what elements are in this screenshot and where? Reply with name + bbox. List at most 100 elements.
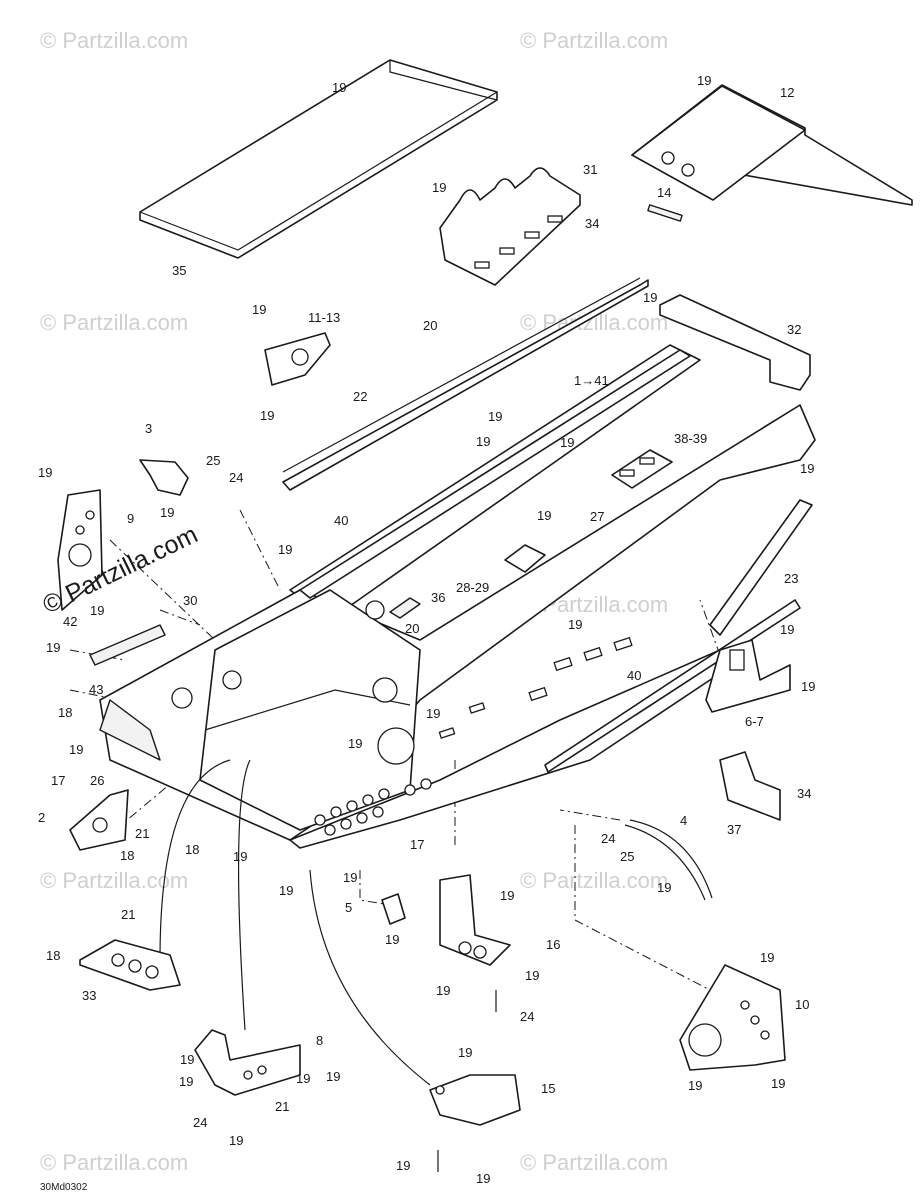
part-15-footrest <box>429 1074 521 1126</box>
part-9-side-plate <box>57 489 103 611</box>
callout-label: 15 <box>541 1081 555 1096</box>
callout-label: 19 <box>458 1045 472 1060</box>
callout-label: 35 <box>172 263 186 278</box>
part-3-bracket <box>139 459 189 496</box>
callout-label: 19 <box>643 290 657 305</box>
callout-label: 19 <box>568 617 582 632</box>
callout-label: 19 <box>229 1133 243 1148</box>
cable-right <box>309 869 431 1086</box>
callout-label: 34 <box>585 216 599 231</box>
callout-label: 18 <box>120 848 134 863</box>
part-14-strip <box>647 204 683 222</box>
callout-label: 25 <box>620 849 634 864</box>
callout-label: 19 <box>657 880 671 895</box>
callout-label: 19 <box>326 1069 340 1084</box>
callout-label: 5 <box>345 900 352 915</box>
part-10-plate <box>679 964 786 1071</box>
callout-label: 19 <box>385 932 399 947</box>
part-40-upper-rail <box>299 349 691 599</box>
part-4-cable-edge <box>629 819 713 899</box>
part-30-plate <box>89 624 166 666</box>
callout-label: 25 <box>206 453 220 468</box>
callout-label: 9 <box>127 511 134 526</box>
callout-label: 19 <box>179 1074 193 1089</box>
callout-label: 36 <box>431 590 445 605</box>
callout-label: 19 <box>343 870 357 885</box>
part-28-29 <box>504 544 546 573</box>
callout-label: 24 <box>229 470 243 485</box>
foot-holes <box>314 778 432 836</box>
callout-label: 43 <box>89 682 103 697</box>
watermark-text: © Partzilla.com <box>40 1150 188 1175</box>
callout-label: 3 <box>145 421 152 436</box>
callout-label: 19 <box>476 434 490 449</box>
callout-label: 32 <box>787 322 801 337</box>
callout-label: 18 <box>46 948 60 963</box>
part-11-13-bracket <box>264 332 331 386</box>
callout-label: 17 <box>410 837 424 852</box>
callout-label: 28-29 <box>456 580 489 595</box>
callout-label: 19 <box>233 849 247 864</box>
callout-label: 19 <box>801 679 815 694</box>
main-frame <box>99 404 816 849</box>
callout-label: 40 <box>627 668 641 683</box>
callout-label: 24 <box>193 1115 207 1130</box>
callout-label: 19 <box>278 542 292 557</box>
callout-label: 18 <box>185 842 199 857</box>
callout-label: 33 <box>82 988 96 1003</box>
part-40-lower-rail <box>544 599 801 773</box>
callout-label: 18 <box>58 705 72 720</box>
callout-label: 19 <box>525 968 539 983</box>
part-37-bracket <box>719 751 781 821</box>
callout-label: 16 <box>546 937 560 952</box>
callout-label: 19 <box>697 73 711 88</box>
callout-label: 19 <box>180 1052 194 1067</box>
callout-label: 19 <box>46 640 60 655</box>
callout-label: 19 <box>771 1076 785 1091</box>
callout-label: 38-39 <box>674 431 707 446</box>
callout-label: 21 <box>121 907 135 922</box>
callout-label: 1→41 <box>574 373 609 388</box>
cable-left <box>159 759 231 961</box>
callout-label: 11-13 <box>308 310 340 325</box>
callout-label: 2 <box>38 810 45 825</box>
callout-label: 19 <box>780 622 794 637</box>
callout-label: 19 <box>38 465 52 480</box>
callout-label: 19 <box>688 1078 702 1093</box>
part-33-plate <box>79 939 181 991</box>
callout-label: 19 <box>432 180 446 195</box>
callout-labels: 19 35 19 12 31 19 34 14 19 32 19 11-13 2… <box>38 73 815 1186</box>
part-8-bracket <box>194 1029 301 1096</box>
watermark-text: © Partzilla.com <box>520 868 668 893</box>
callout-label: 19 <box>800 461 814 476</box>
callout-label: 19 <box>488 409 502 424</box>
callout-label: 27 <box>590 509 604 524</box>
callout-label: 34 <box>797 786 811 801</box>
callout-label: 42 <box>63 614 77 629</box>
part-6-7-bracket <box>705 639 791 713</box>
part-32-rear-bracket <box>659 294 811 391</box>
callout-label: 24 <box>520 1009 534 1024</box>
callout-label: 19 <box>500 888 514 903</box>
diagram-code: 30Md0302 <box>40 1182 88 1193</box>
callout-label: 40 <box>334 513 348 528</box>
callout-label: 19 <box>560 435 574 450</box>
callout-label: 19 <box>537 508 551 523</box>
callout-label: 19 <box>332 80 346 95</box>
callout-label: 26 <box>90 773 104 788</box>
watermark-text: © Partzilla.com <box>520 28 668 53</box>
callout-label: 19 <box>396 1158 410 1173</box>
callout-label: 19 <box>69 742 83 757</box>
callout-label: 19 <box>426 706 440 721</box>
callout-label: 6-7 <box>745 714 764 729</box>
callout-label: 19 <box>252 302 266 317</box>
callout-label: 19 <box>476 1171 490 1186</box>
callout-label: 19 <box>90 603 104 618</box>
part-12-rear-panel <box>631 84 913 206</box>
part-5-bracket <box>381 893 406 925</box>
watermark-text: © Partzilla.com <box>40 310 188 335</box>
cable-mid <box>237 759 251 1031</box>
callout-label: 23 <box>784 571 798 586</box>
